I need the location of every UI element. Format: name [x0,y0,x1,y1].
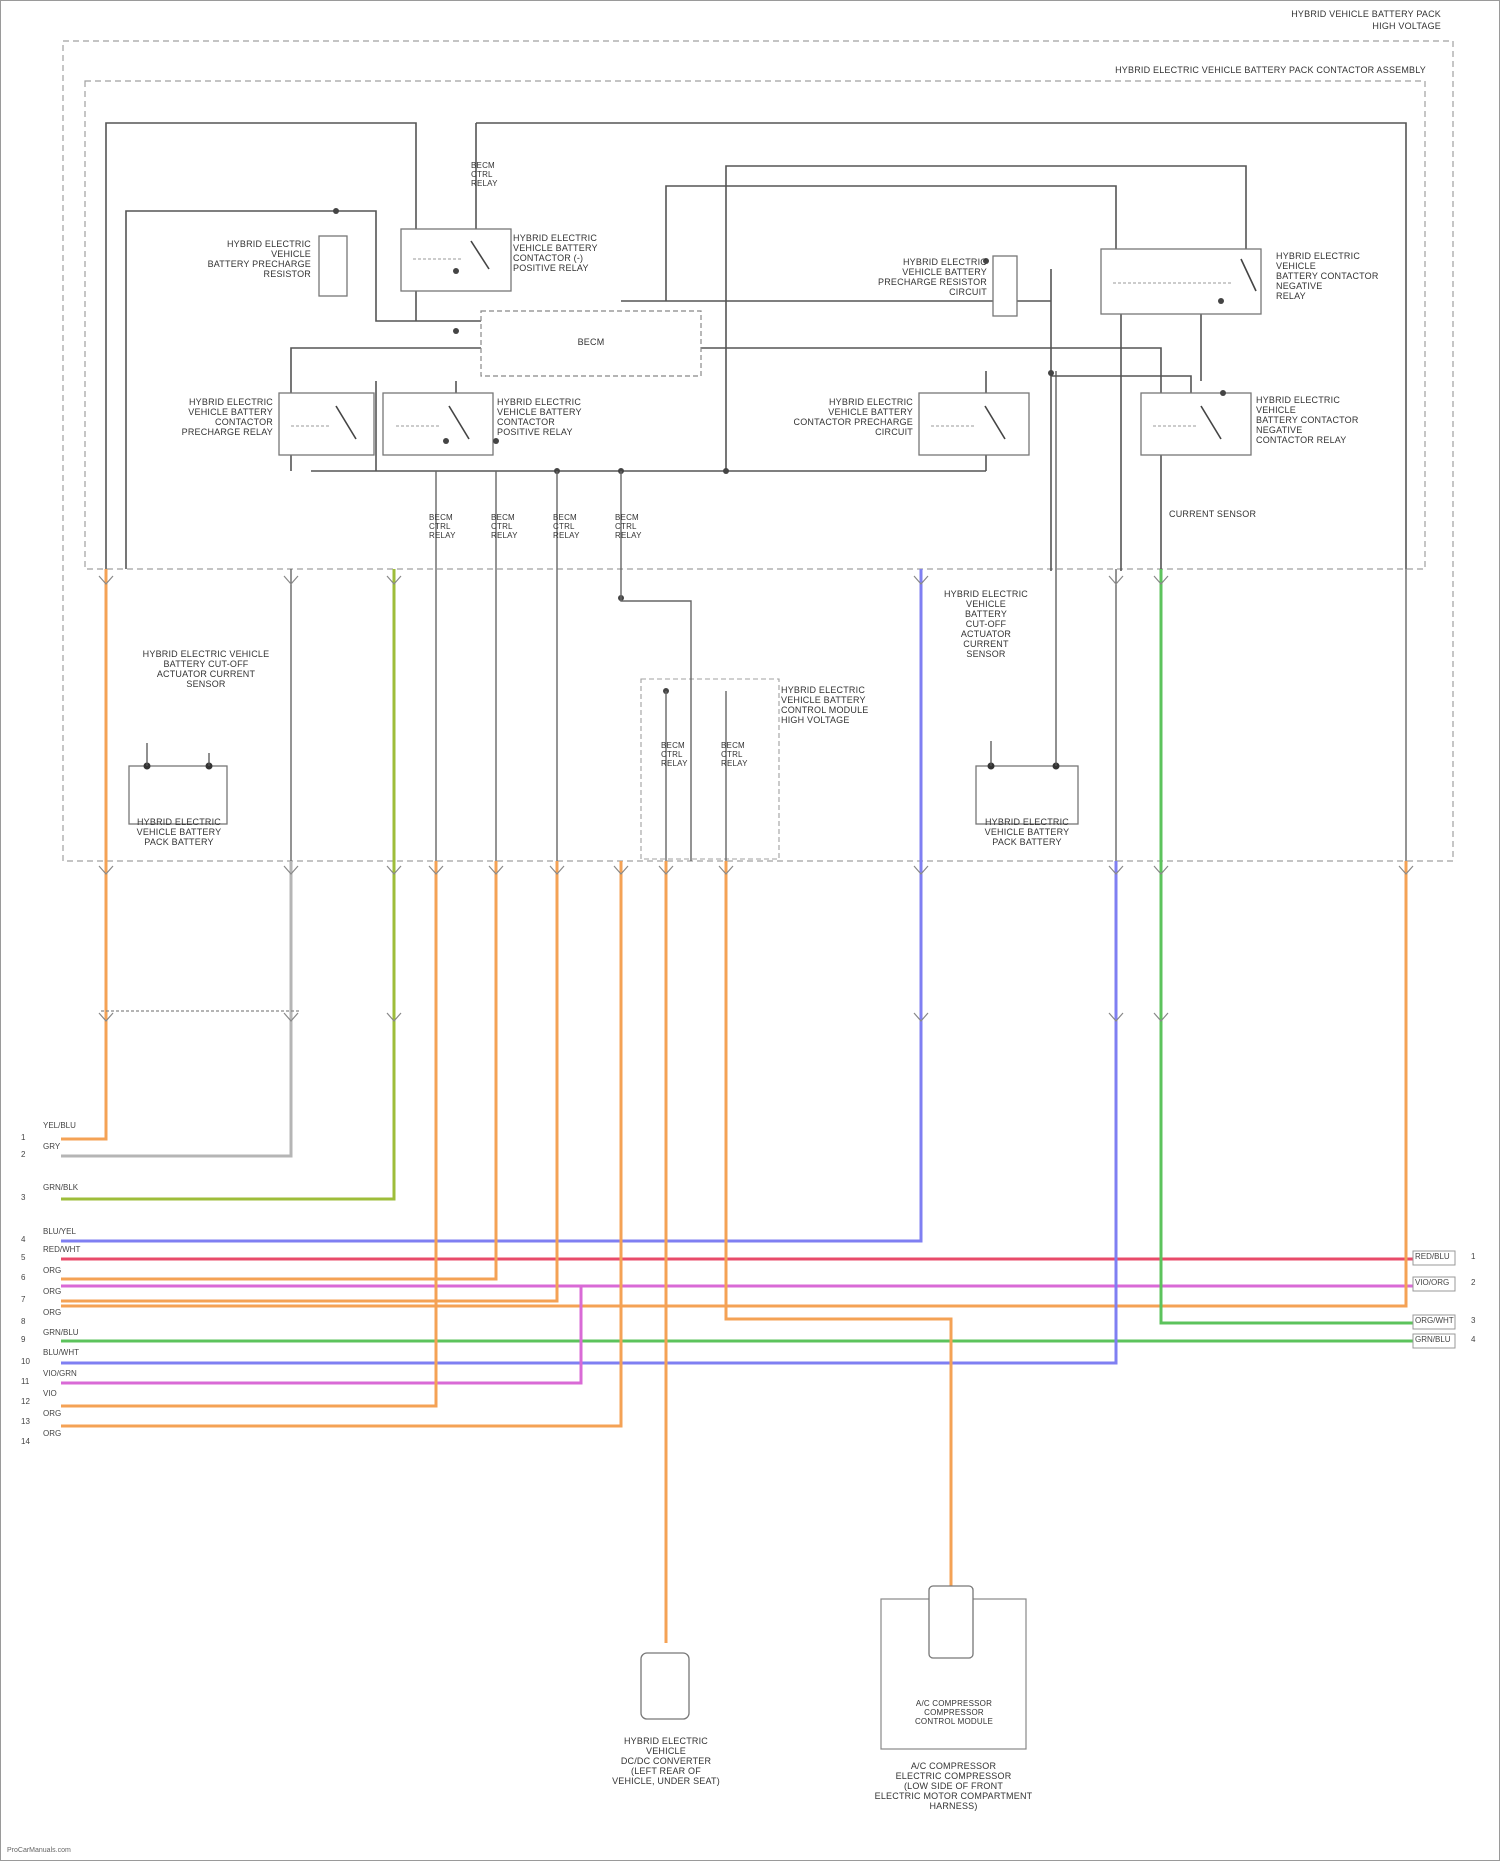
right-battery-pack-box [976,766,1078,824]
connector-marks [99,576,1413,1021]
left-term-color: ORG [43,1409,61,1418]
left-term-num: 11 [21,1377,29,1386]
interlock-label: HYBRID ELECTRIC VEHICLE BATTERY CONTROL … [781,685,911,725]
relay-label-2: BECM CTRL RELAY [429,513,469,540]
harness-wires [61,569,1441,1643]
left-term-color: VIO/GRN [43,1369,77,1378]
right-term-color: VIO/ORG [1415,1278,1449,1287]
precharge-relay-right-label: HYBRID ELECTRIC VEHICLE BATTERY CONTACTO… [731,397,913,437]
left-term-num: 14 [21,1437,30,1446]
left-sensor-label: HYBRID ELECTRIC VEHICLE BATTERY CUT-OFF … [126,649,286,689]
left-battery-pack-box [129,766,227,824]
wire-grn-blu-right [1161,569,1441,1323]
left-term-color: ORG [43,1429,61,1438]
contactor-mid-right-label: HYBRID ELECTRIC VEHICLE BATTERY CONTACTO… [1256,395,1406,445]
right-term-num: 3 [1471,1316,1475,1325]
relay-box-mid-left-b [383,393,493,455]
dcdc-converter-shape [641,1653,689,1719]
right-term-color: GRN/BLU [1415,1335,1451,1344]
relay-box-mid-left-a [279,393,374,455]
wire-org-bottom-right [726,861,951,1586]
left-term-num: 7 [21,1295,25,1304]
relay-label-7: BECM CTRL RELAY [721,741,761,768]
internal-wiring [106,123,1406,571]
contactor-top-left-label: HYBRID ELECTRIC VEHICLE BATTERY CONTACTO… [513,233,643,273]
left-term-color: YEL/BLU [43,1121,76,1130]
becm-label: BECM [481,337,701,347]
left-term-color: GRN/BLU [43,1328,79,1337]
left-term-color: RED/WHT [43,1245,80,1254]
dcdc-converter-label: HYBRID ELECTRIC VEHICLE DC/DC CONVERTER … [591,1736,741,1786]
left-term-color: BLU/YEL [43,1227,76,1236]
wire-org-6 [61,861,496,1279]
wire-org-7 [61,861,557,1301]
relay-box-mid-right-a [919,393,1029,455]
contactor-top-right-label: HYBRID ELECTRIC VEHICLE BATTERY CONTACTO… [1276,251,1416,301]
right-sensor-label: HYBRID ELECTRIC VEHICLE BATTERY CUT-OFF … [931,589,1041,659]
right-term-color: ORG/WHT [1415,1316,1454,1325]
left-term-num: 8 [21,1317,25,1326]
ac-compressor-module-label: A/C COMPRESSOR COMPRESSOR CONTROL MODULE [889,1699,1019,1726]
left-term-color: GRY [43,1142,60,1151]
relay-label-5: BECM CTRL RELAY [615,513,655,540]
left-term-num: 3 [21,1193,25,1202]
left-term-color: BLU/WHT [43,1348,79,1357]
relay-label-3: BECM CTRL RELAY [491,513,531,540]
relay-label-4: BECM CTRL RELAY [553,513,593,540]
relay-label-1: BECM CTRL RELAY [471,161,521,188]
wire-blu-wht [61,861,1116,1363]
wire-yel-blu [61,569,106,1139]
footer-credit: ProCarManuals.com [7,1847,71,1854]
right-term-num: 4 [1471,1335,1475,1344]
header-title-line2: HIGH VOLTAGE [1181,21,1441,31]
right-term-num: 2 [1471,1278,1475,1287]
interlock-dashed-box [641,679,779,859]
contactor-mid-left-label: HYBRID ELECTRIC VEHICLE BATTERY CONTACTO… [497,397,627,437]
left-term-color: ORG [43,1266,61,1275]
right-term-num: 1 [1471,1252,1475,1261]
left-term-num: 9 [21,1335,25,1344]
left-sensor-lead [147,743,209,766]
right-terminal-tabs [1413,1251,1455,1348]
relay-box-top-right [1101,249,1261,314]
right-term-color: RED/BLU [1415,1252,1450,1261]
wire-gry [61,861,291,1156]
relay-box-mid-right-b [1141,393,1251,455]
relay-label-6: BECM CTRL RELAY [661,741,701,768]
left-term-color: ORG [43,1287,61,1296]
left-term-color: GRN/BLK [43,1183,78,1192]
relay-box-top-left [401,229,511,291]
left-term-num: 10 [21,1357,30,1366]
wire-org-wht [61,861,1406,1306]
left-term-color: ORG [43,1308,61,1317]
left-term-num: 6 [21,1273,25,1282]
precharge-resistor-left-label: HYBRID ELECTRIC VEHICLE BATTERY PRECHARG… [161,239,311,279]
left-term-num: 4 [21,1235,25,1244]
precharge-resistor-right-label: HYBRID ELECTRIC VEHICLE BATTERY PRECHARG… [831,257,987,297]
left-term-num: 1 [21,1133,25,1142]
left-term-num: 12 [21,1397,30,1406]
left-term-color: VIO [43,1389,57,1398]
resistor-box-right [993,256,1017,316]
left-pack-label: HYBRID ELECTRIC VEHICLE BATTERY PACK BAT… [119,817,239,847]
left-term-num: 2 [21,1150,25,1159]
header-title-line1: HYBRID VEHICLE BATTERY PACK [1181,9,1441,19]
right-pack-label: HYBRID ELECTRIC VEHICLE BATTERY PACK BAT… [966,817,1088,847]
inner-dashed-enclosure [85,81,1425,569]
current-sensor-label: CURRENT SENSOR [1169,509,1329,519]
precharge-relay-left-label: HYBRID ELECTRIC VEHICLE BATTERY CONTACTO… [121,397,273,437]
wire-org-13 [61,861,436,1406]
left-term-num: 13 [21,1417,30,1426]
ac-compressor-module [929,1586,973,1658]
inner-box-title: HYBRID ELECTRIC VEHICLE BATTERY PACK CON… [1001,65,1426,75]
left-term-num: 5 [21,1253,25,1262]
ac-compressor-caption: A/C COMPRESSOR ELECTRIC COMPRESSOR (LOW … [851,1761,1056,1811]
resistor-box-left [319,236,347,296]
